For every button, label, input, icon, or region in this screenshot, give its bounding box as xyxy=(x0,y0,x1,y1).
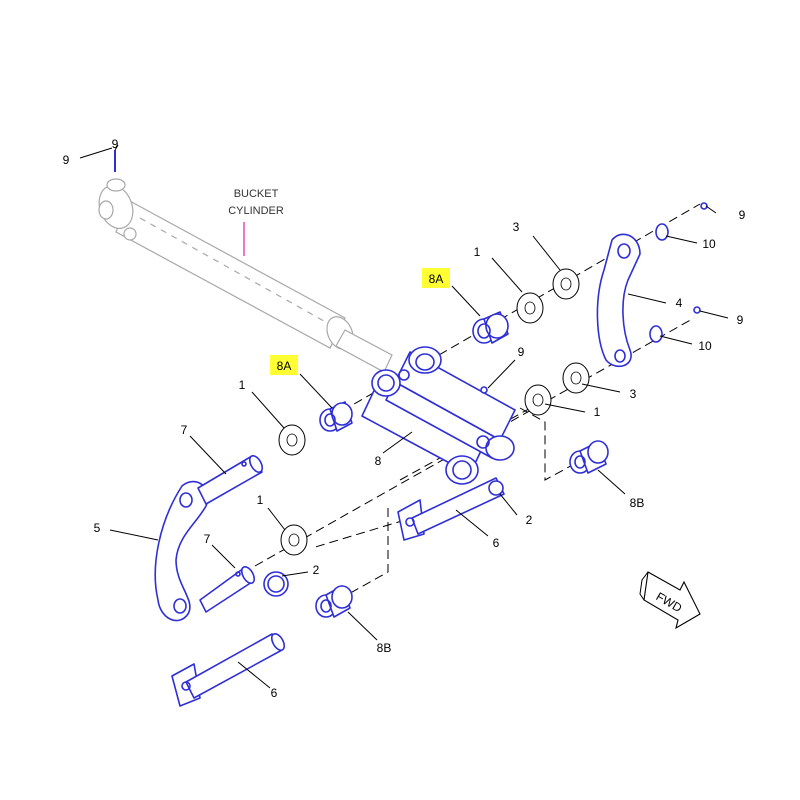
bearing-8B-lower xyxy=(315,585,353,618)
callout-1-right: 1 xyxy=(594,405,601,419)
callout-6-lower: 6 xyxy=(271,686,278,700)
callout-9-lower-right: 9 xyxy=(737,313,744,327)
pin-6-upper xyxy=(397,477,505,541)
callout-8A-lower: 8A xyxy=(277,359,292,373)
link-8 xyxy=(361,346,516,485)
callout-8A-upper: 8A xyxy=(429,272,444,286)
callout-6-upper: 6 xyxy=(493,536,500,550)
callout-2-upper: 2 xyxy=(526,513,533,527)
bolt-9-lower-right xyxy=(693,306,701,314)
bucket-cylinder xyxy=(98,178,393,373)
callout-8B-lower: 8B xyxy=(377,641,392,655)
callout-9-top: 9 xyxy=(112,137,119,151)
snap-ring-2-upper xyxy=(488,480,504,496)
callout-7-upper: 7 xyxy=(181,423,188,437)
callout-9-top-left: 9 xyxy=(63,153,70,167)
callout-3-lower: 3 xyxy=(630,387,637,401)
bolt-9-link xyxy=(480,386,488,394)
callout-7-lower: 7 xyxy=(204,532,211,546)
bearing-8A-lower xyxy=(319,401,353,432)
highlight-8A-lower xyxy=(270,355,298,375)
ring-10-lower xyxy=(649,325,663,343)
callout-5: 5 xyxy=(94,521,101,535)
cylinder-caption-line2: CYLINDER xyxy=(228,205,284,217)
callout-labels: 9 9 3 1 8A 9 10 4 9 10 9 8A 3 1 1 7 8 8B… xyxy=(63,137,746,700)
callout-8: 8 xyxy=(375,454,382,468)
lever-4 xyxy=(596,233,641,368)
bolt-9-upper-right xyxy=(700,202,708,210)
cylinder-caption-line1: BUCKET xyxy=(234,188,279,200)
callout-4: 4 xyxy=(676,296,683,310)
callout-1-left: 1 xyxy=(239,378,246,392)
callout-3-upper: 3 xyxy=(513,220,520,234)
ring-10-upper xyxy=(655,223,669,241)
leader-lines xyxy=(109,144,729,689)
callout-10-lower: 10 xyxy=(698,339,712,353)
forward-arrow: FWD xyxy=(639,571,701,630)
callout-8B-upper: 8B xyxy=(630,496,645,510)
callout-9-link: 9 xyxy=(518,345,525,359)
callout-2-lower: 2 xyxy=(313,563,320,577)
highlight-8A-upper xyxy=(422,268,450,288)
callout-1-upper: 1 xyxy=(474,245,481,259)
callout-9-upper-right: 9 xyxy=(739,208,746,222)
callout-1-lower: 1 xyxy=(257,493,264,507)
callout-10-upper: 10 xyxy=(702,237,716,251)
pin-7-lower xyxy=(199,566,256,613)
pin-7-upper xyxy=(197,455,264,505)
lever-5 xyxy=(154,480,209,622)
bearing-8B-upper xyxy=(569,440,609,474)
pin-6-lower xyxy=(171,633,286,707)
bearing-8A-upper xyxy=(472,311,509,344)
